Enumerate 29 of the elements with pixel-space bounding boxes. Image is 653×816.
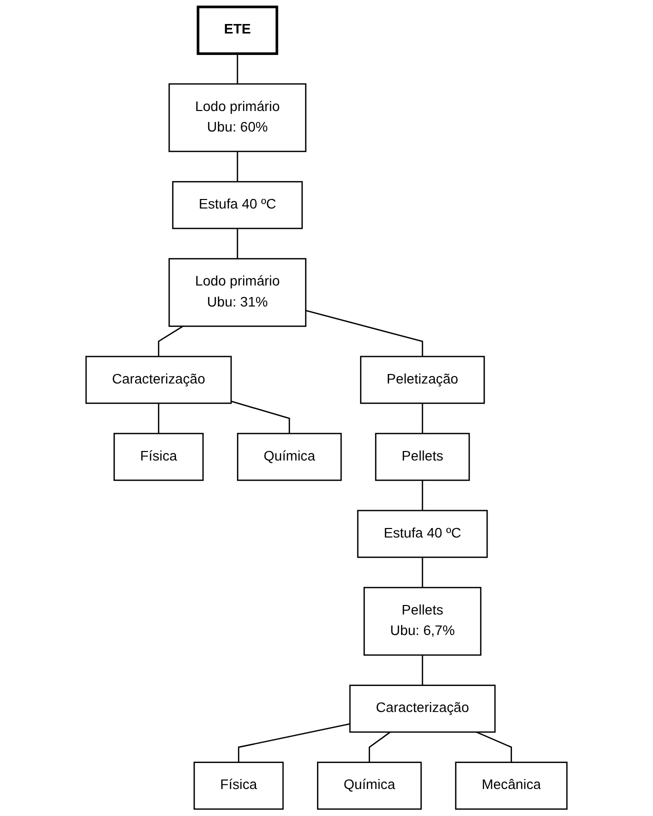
node-box: Lodo primário Ubu: 60% — [168, 83, 306, 152]
node-box: Mecânica — [455, 762, 568, 810]
node-box: Física — [194, 762, 284, 810]
node-box: Caracterização — [349, 684, 496, 733]
connector — [230, 400, 290, 434]
node-box: Química — [317, 762, 422, 810]
connector — [476, 731, 512, 762]
node-box: Lodo primário Ubu: 31% — [168, 258, 306, 327]
connector — [236, 54, 238, 84]
node-box: Química — [236, 432, 342, 481]
connector — [422, 655, 424, 686]
node-box: Caracterização — [85, 356, 232, 404]
connector — [158, 403, 160, 434]
node-box: Peletização — [360, 356, 485, 404]
connector — [158, 326, 184, 357]
node-box: Estufa 40 ºC — [357, 510, 488, 558]
connector — [368, 732, 391, 762]
node-box: Pellets — [375, 432, 470, 481]
node-box: Estufa 40 ºC — [172, 181, 303, 230]
connector — [422, 480, 424, 511]
connector — [422, 403, 424, 434]
connector — [236, 228, 238, 259]
connector — [422, 557, 424, 588]
node-box: Pellets Ubu: 6,7% — [364, 586, 482, 656]
connector — [306, 310, 424, 357]
node-box: Física — [114, 432, 204, 481]
connector — [236, 151, 238, 182]
node-box: ETE — [196, 6, 278, 55]
connector — [238, 723, 350, 762]
